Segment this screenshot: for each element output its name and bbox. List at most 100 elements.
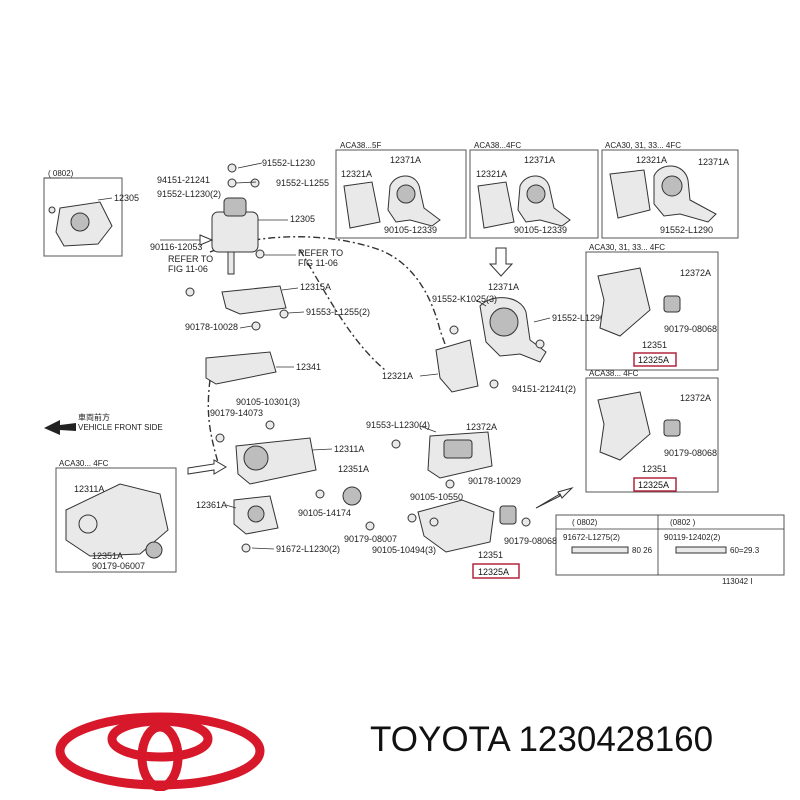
spec-dim: 80 26 <box>632 546 653 555</box>
callout: 12305 <box>114 193 139 203</box>
callout: 12351 <box>478 550 503 560</box>
arrow-icon <box>199 234 214 246</box>
callout: 90178-10028 <box>185 322 238 332</box>
spec-header: (0802 ) <box>670 518 696 527</box>
callout: 91672-L1230(2) <box>276 544 340 554</box>
bolt-shape <box>571 546 629 554</box>
callout: 91552-L1290 <box>660 225 713 235</box>
callout: 12321A <box>382 371 413 381</box>
mount-inset-3 <box>609 169 651 219</box>
arrow-icon <box>187 459 227 475</box>
bracket-12321a <box>435 339 479 393</box>
callout: 90105-10301(3) <box>236 397 300 407</box>
inset-title: ACA30... 4FC <box>59 459 109 468</box>
parts-diagram: ( 0802) ACA38...5F ACA38...4FC ACA30, 31… <box>43 141 785 586</box>
mount-inset-5 <box>597 391 651 461</box>
bracket-12341 <box>205 351 277 385</box>
inset-title: ACA38... 4FC <box>589 369 639 378</box>
callout: 91552-K1025(3) <box>432 294 497 304</box>
inset-title: ACA30, 31, 33... 4FC <box>605 141 681 150</box>
callout: 12341 <box>296 362 321 372</box>
callout: 12372A <box>680 268 711 278</box>
part-highlight: 12325A <box>638 355 669 365</box>
callout: 90116-12053 <box>150 242 202 252</box>
refer-text: FIG 11-06 <box>298 258 338 268</box>
spec-box <box>555 514 785 576</box>
callout: 91552-L1290 <box>552 313 605 323</box>
inset-box-aca38-4fc <box>469 149 599 239</box>
bushing <box>663 295 681 313</box>
callout: 12305 <box>290 214 315 224</box>
refer-text: REFER TO <box>298 248 343 258</box>
part-highlight-box <box>633 352 677 367</box>
callout: 12371A <box>390 155 421 165</box>
mount-insulator <box>223 197 247 217</box>
bushing <box>342 486 362 506</box>
refer-text: REFER TO <box>168 254 213 264</box>
mount-inset-2 <box>477 181 515 229</box>
callout: 12351 <box>642 340 667 350</box>
inset-box-aca38-mid <box>585 377 719 493</box>
callout: 90105-14174 <box>298 508 351 518</box>
callout: 12371A <box>488 282 519 292</box>
callout: 94151-21241(2) <box>512 384 576 394</box>
callout: 91552-L1230(2) <box>157 189 221 199</box>
callout: 12371A <box>524 155 555 165</box>
bolt-shape <box>675 546 727 554</box>
callout: 12321A <box>341 169 372 179</box>
callout: 12372A <box>680 393 711 403</box>
inset-box-aca30-top <box>601 149 739 239</box>
inset-box-top-left <box>43 177 123 257</box>
brand-part-number: TOYOTA 1230428160 <box>370 720 714 759</box>
inset-title: ( 0802) <box>48 169 74 178</box>
callout: 12351 <box>642 464 667 474</box>
front-side-label: VEHICLE FRONT SIDE <box>78 423 163 432</box>
inset-box-aca30-mid <box>585 251 719 371</box>
callout: 90105-10550 <box>410 492 463 502</box>
callout: 90105-10494(3) <box>372 545 436 555</box>
callout: 91553-L1255(2) <box>306 307 370 317</box>
logo-rings <box>55 712 265 791</box>
toyota-logo-icon <box>55 712 265 791</box>
callout: 90178-10029 <box>468 476 521 486</box>
callout: 90179-08068 <box>664 324 717 334</box>
callout: 12361A <box>196 500 227 510</box>
callout: 90179-08068 <box>664 448 717 458</box>
callout: 90105-12339 <box>384 225 437 235</box>
callout: 91552-L1230 <box>262 158 315 168</box>
mount-inset-1 <box>343 181 381 229</box>
bracket-12351 <box>417 499 495 553</box>
callout: 90179-08068 <box>504 536 557 546</box>
part-highlight: 12325A <box>478 567 509 577</box>
callout: 90179-06007 <box>92 561 145 571</box>
engine-outline <box>207 236 457 471</box>
bushing <box>663 419 681 437</box>
front-side-label: 車両前方 <box>78 412 110 422</box>
spec-header: ( 0802) <box>572 518 598 527</box>
callout: 12321A <box>476 169 507 179</box>
mount-inset-4 <box>597 267 651 337</box>
part-highlight-box <box>472 563 520 579</box>
bushing <box>145 541 163 559</box>
figure-code: 113042 I <box>722 577 753 586</box>
inset-box-aca38-5f <box>335 149 467 239</box>
front-arrow-icon <box>44 420 76 435</box>
inset-title: ACA38...4FC <box>474 141 521 150</box>
callout: 12311A <box>334 444 364 454</box>
callout: 91552-L1255 <box>276 178 329 188</box>
callout: 12311A <box>74 484 104 494</box>
refer-text: FIG 11-06 <box>168 264 208 274</box>
part-highlight-box <box>633 477 677 492</box>
spec-dim: 60=29.3 <box>730 546 760 555</box>
bushing <box>499 505 517 525</box>
inset-title: ACA38...5F <box>340 141 381 150</box>
arrow-icon <box>488 247 514 277</box>
callout: 12321A <box>636 155 667 165</box>
callout: 91553-L1230(4) <box>366 420 430 430</box>
callout: 90105-12339 <box>514 225 567 235</box>
arrow-icon <box>535 486 574 509</box>
callout: 12351A <box>338 464 369 474</box>
callout: 12351A <box>92 551 123 561</box>
callout: 12315A <box>300 282 331 292</box>
callout: 94151-21241 <box>157 175 210 185</box>
